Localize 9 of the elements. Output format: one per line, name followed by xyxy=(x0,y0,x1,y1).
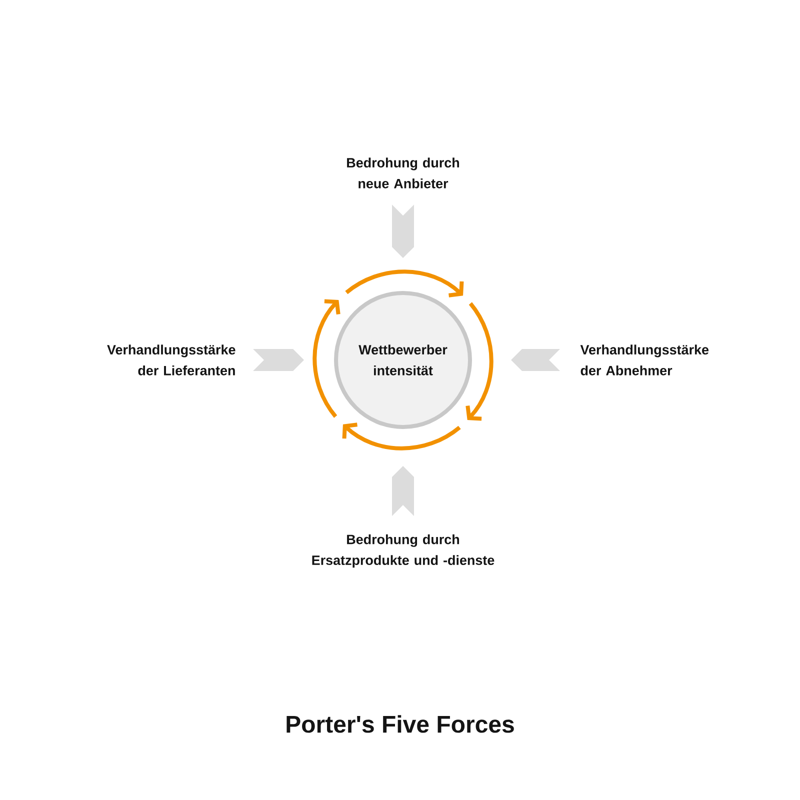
chevron-arrow xyxy=(511,349,560,371)
force-label: Bedrohung durch neue Anbieter xyxy=(347,158,460,188)
force-label: Verhandlungsstärke der Lieferanten xyxy=(107,344,236,376)
chevron-arrow xyxy=(253,349,304,371)
chevron-arrow xyxy=(392,466,414,516)
chevron-arrow xyxy=(392,204,414,258)
force-label: Verhandlungsstärke der Abnehmer xyxy=(580,344,709,376)
title: Porter's Five Forces xyxy=(286,715,514,733)
force-label: Bedrohung durch Ersatzprodukte und -dienste xyxy=(312,534,494,568)
